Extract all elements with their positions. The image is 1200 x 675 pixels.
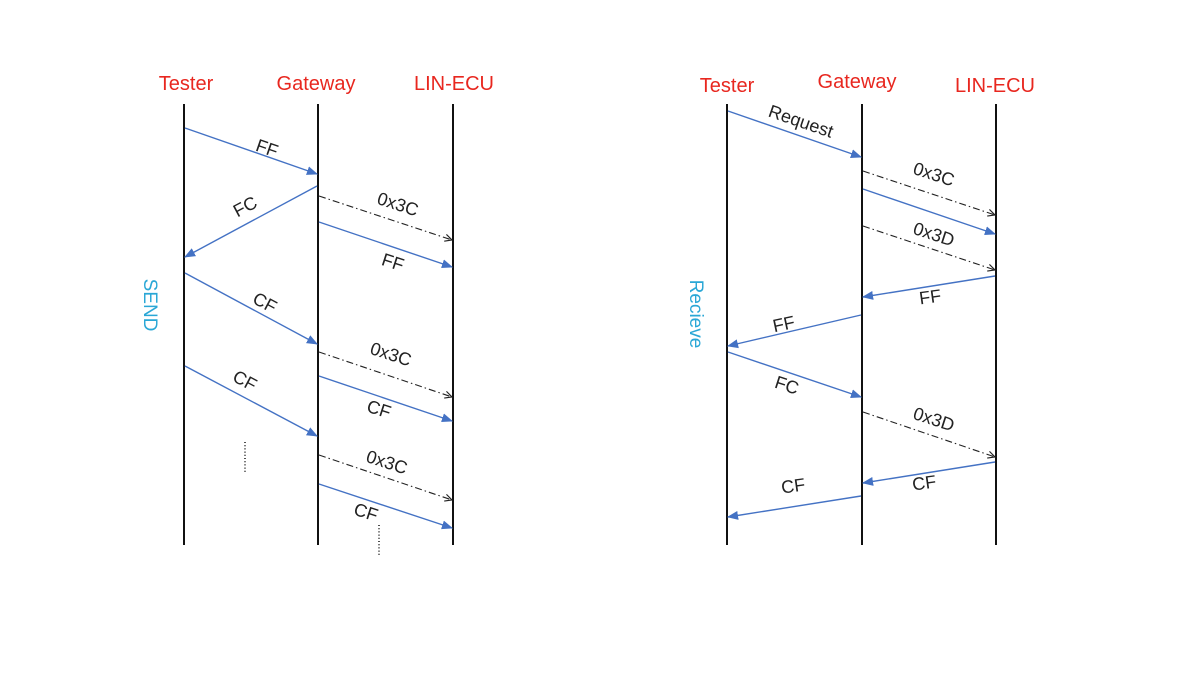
receive-arrow-cf-lin-to-gateway	[861, 461, 996, 486]
receive-arrow-cf-gateway-to-tester	[726, 495, 862, 520]
send-arrow-ff-gateway-to-lin	[318, 221, 454, 269]
receive-msg-cf-1: CF	[911, 471, 938, 494]
send-msg-0x3c-2: 0x3C	[368, 338, 414, 370]
send-participant-tester: Tester	[159, 73, 214, 95]
send-arrow-cf-1	[184, 272, 318, 345]
send-msg-0x3c-3: 0x3C	[364, 446, 410, 478]
send-diagram: Tester Gateway LIN-ECU SEND FF FC 0x3C F…	[139, 73, 494, 555]
send-msg-fc: FC	[230, 192, 261, 221]
send-phase-label: SEND	[139, 279, 160, 332]
receive-msg-0x3d-1: 0x3D	[911, 218, 957, 250]
send-msg-ff-2: FF	[379, 249, 406, 275]
send-participant-gateway: Gateway	[277, 73, 356, 95]
receive-participant-lin-ecu: LIN-ECU	[955, 75, 1035, 97]
send-msg-cf-1: CF	[250, 288, 281, 317]
receive-arrow-0x3d-2	[862, 411, 995, 457]
receive-arrow-request	[727, 110, 863, 158]
send-arrow-0x3c-3	[318, 454, 452, 500]
receive-arrow-fc	[727, 351, 863, 399]
receive-msg-0x3c: 0x3C	[911, 158, 957, 190]
receive-msg-ff-2: FF	[771, 312, 797, 336]
send-arrow-0x3c-2	[318, 351, 452, 397]
receive-phase-label: Recieve	[685, 280, 706, 349]
receive-arrow-ff-gateway-to-tester	[726, 314, 862, 349]
send-arrow-cf-4	[318, 483, 454, 530]
send-arrow-cf-3	[318, 375, 454, 423]
send-arrow-cf-2	[184, 365, 318, 437]
receive-participant-tester: Tester	[700, 75, 755, 97]
send-arrow-0x3c-1	[318, 195, 452, 240]
receive-msg-0x3d-2: 0x3D	[911, 403, 957, 435]
receive-arrow-ff-lin-to-gateway	[861, 275, 996, 300]
send-msg-0x3c-1: 0x3C	[375, 188, 421, 220]
receive-diagram: Tester Gateway LIN-ECU Recieve Request 0…	[685, 71, 1035, 545]
send-arrow-fc-gateway-to-tester	[184, 185, 318, 258]
receive-arrow-gateway-to-lin	[862, 188, 997, 235]
receive-participant-gateway: Gateway	[818, 71, 897, 93]
send-msg-cf-2: CF	[230, 366, 261, 395]
send-msg-ff: FF	[253, 135, 280, 161]
send-arrow-ff-tester-to-gateway	[184, 127, 319, 175]
receive-msg-ff-1: FF	[918, 286, 943, 309]
receive-msg-cf-2: CF	[780, 474, 807, 497]
send-participant-lin-ecu: LIN-ECU	[414, 73, 494, 95]
